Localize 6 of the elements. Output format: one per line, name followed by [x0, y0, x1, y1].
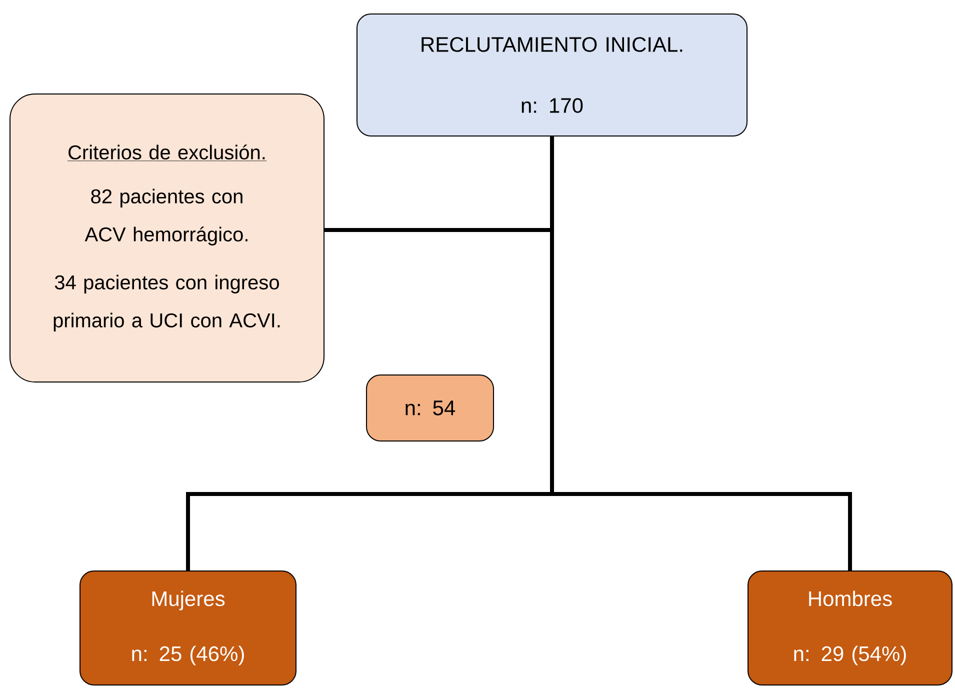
connector-line	[550, 136, 852, 570]
group-box: Hombres n: 29 (54%)	[748, 570, 952, 686]
group-box: Mujeres n: 25 (46%)	[80, 570, 296, 686]
exclusion-box: Criterios de exclusión. 82 pacientes con ACV hemorrágico. 34 pacientes con ingreso primario a UCI con ACVI.	[10, 94, 324, 382]
count-box: n: 54	[366, 374, 494, 442]
process-box: RECLUTAMIENTO INICIAL. n: 170	[356, 14, 748, 136]
